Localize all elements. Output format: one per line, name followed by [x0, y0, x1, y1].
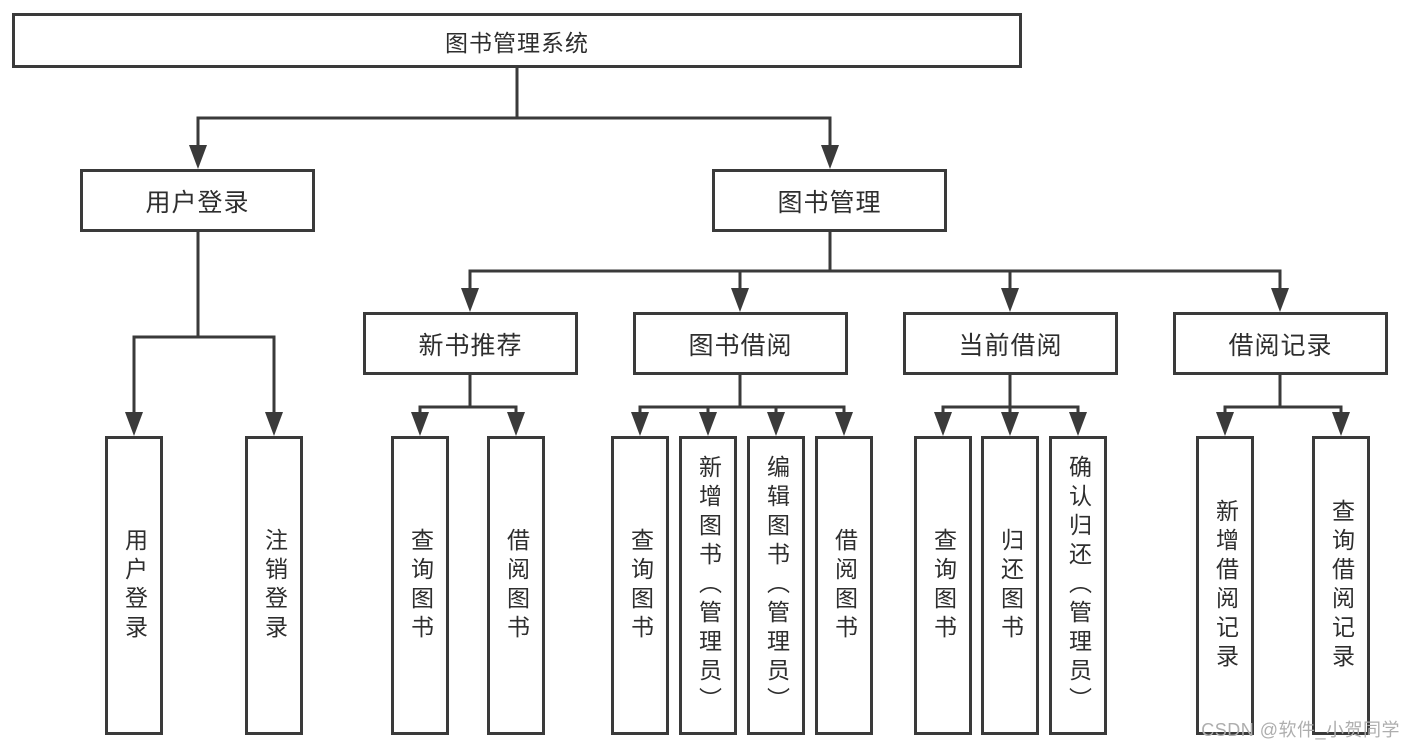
leaf-user-login: 用户登录: [105, 436, 163, 735]
leaf-return-book: 归还图书: [981, 436, 1039, 735]
leaf-query-books-recommend: 查询图书: [391, 436, 449, 735]
node-user-login: 用户登录: [80, 169, 315, 232]
leaf-confirm-return-admin-label: 确认归还（管理员）: [1065, 455, 1092, 716]
leaf-query-books-borrow: 查询图书: [611, 436, 669, 735]
arrow-down-icon: [1332, 412, 1350, 436]
arrow-down-icon: [631, 412, 649, 436]
leaf-user-login-label: 用户登录: [121, 527, 148, 644]
connector-book-mgmt-split: [468, 230, 1282, 291]
arrow-down-icon: [767, 412, 785, 436]
arrow-down-icon: [507, 412, 525, 436]
connector-root-split: [196, 66, 832, 149]
leaf-query-books-recommend-label: 查询图书: [407, 527, 434, 644]
leaf-query-borrow-record-label: 查询借阅记录: [1328, 498, 1355, 673]
connector-user-login-split: [132, 230, 276, 416]
arrow-down-icon: [411, 412, 429, 436]
leaf-borrow-books-recommend-label: 借阅图书: [503, 527, 530, 644]
arrow-down-icon: [265, 412, 283, 436]
leaf-query-borrow-record: 查询借阅记录: [1312, 436, 1370, 735]
connector-new-book-split: [418, 373, 518, 416]
node-user-login-label: 用户登录: [145, 188, 250, 217]
connector-book-borrow-split: [638, 373, 846, 416]
leaf-confirm-return-admin: 确认归还（管理员）: [1049, 436, 1107, 735]
node-borrow-records: 借阅记录: [1173, 312, 1388, 375]
node-current-borrow-label: 当前借阅: [958, 331, 1063, 360]
node-library-system-label: 图书管理系统: [445, 29, 589, 56]
csdn-watermark: CSDN @软件_小贺同学: [1201, 720, 1400, 740]
arrow-down-icon: [1069, 412, 1087, 436]
leaf-logout: 注销登录: [245, 436, 303, 735]
arrow-down-icon: [1271, 288, 1289, 312]
arrow-down-icon: [461, 288, 479, 312]
arrow-down-icon: [1001, 288, 1019, 312]
arrow-down-icon: [125, 412, 143, 436]
leaf-add-book-admin: 新增图书（管理员）: [679, 436, 737, 735]
leaf-edit-book-admin: 编辑图书（管理员）: [747, 436, 805, 735]
arrow-down-icon: [821, 145, 839, 169]
connector-current-borrow-split: [941, 373, 1080, 416]
node-library-system: 图书管理系统: [12, 13, 1022, 68]
leaf-add-book-admin-label: 新增图书（管理员）: [695, 455, 722, 716]
node-book-borrow: 图书借阅: [633, 312, 848, 375]
leaf-borrow-books-label: 借阅图书: [831, 527, 858, 644]
arrow-down-icon: [189, 145, 207, 169]
arrow-down-icon: [1216, 412, 1234, 436]
node-book-borrow-label: 图书借阅: [688, 331, 793, 360]
leaf-add-borrow-record-label: 新增借阅记录: [1212, 498, 1239, 673]
leaf-return-book-label: 归还图书: [997, 527, 1024, 644]
connector-borrow-records-split: [1223, 373, 1343, 416]
node-book-management: 图书管理: [712, 169, 947, 232]
arrow-down-icon: [699, 412, 717, 436]
arrow-down-icon: [731, 288, 749, 312]
node-new-book-recommend: 新书推荐: [363, 312, 578, 375]
leaf-query-books-borrow-label: 查询图书: [627, 527, 654, 644]
leaf-query-books-current-label: 查询图书: [930, 527, 957, 644]
leaf-edit-book-admin-label: 编辑图书（管理员）: [763, 455, 790, 716]
node-new-book-recommend-label: 新书推荐: [418, 331, 523, 360]
arrow-down-icon: [1001, 412, 1019, 436]
leaf-borrow-books: 借阅图书: [815, 436, 873, 735]
node-book-management-label: 图书管理: [777, 188, 882, 217]
arrow-down-icon: [835, 412, 853, 436]
leaf-logout-label: 注销登录: [261, 527, 288, 644]
leaf-query-books-current: 查询图书: [914, 436, 972, 735]
node-borrow-records-label: 借阅记录: [1228, 331, 1333, 360]
node-current-borrow: 当前借阅: [903, 312, 1118, 375]
leaf-add-borrow-record: 新增借阅记录: [1196, 436, 1254, 735]
leaf-borrow-books-recommend: 借阅图书: [487, 436, 545, 735]
arrow-down-icon: [934, 412, 952, 436]
